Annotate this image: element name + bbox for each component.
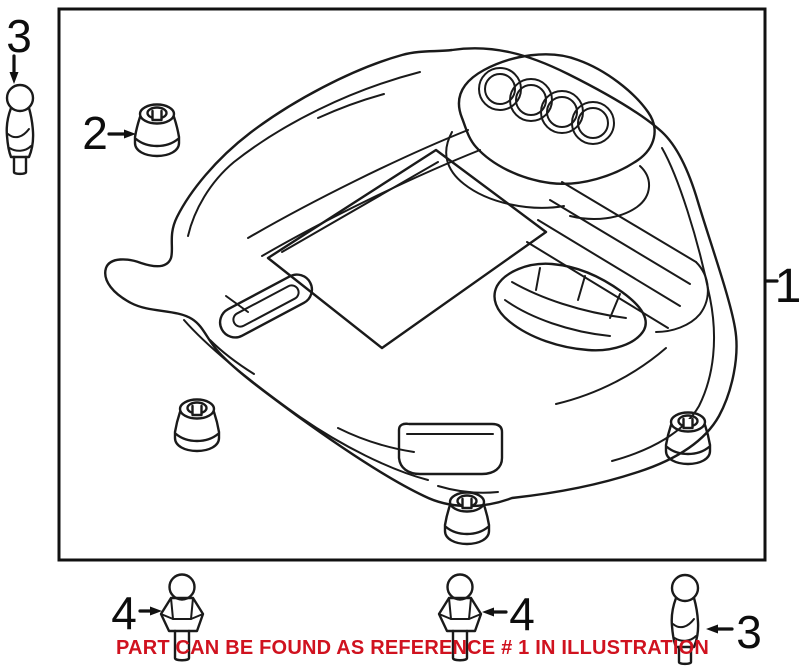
- callout-arrow-4-left: [138, 606, 162, 616]
- rib-line: [247, 129, 469, 239]
- audi-rings-icon: [478, 67, 615, 145]
- illustration-frame: [57, 7, 767, 562]
- grille-upper: [526, 181, 709, 333]
- audi-badge-plate: [457, 53, 656, 185]
- rib-line: [261, 149, 481, 257]
- callout-arrow-3-top: [9, 54, 19, 84]
- inner-rim-line: [183, 319, 429, 481]
- center-panel: [266, 148, 548, 350]
- callout-arrow-3-bottom: [706, 624, 734, 634]
- grommet-top-left: [133, 103, 181, 158]
- callout-label-2: 2: [82, 107, 108, 159]
- crease-line: [209, 93, 667, 494]
- callout-arrow-2: [107, 129, 136, 139]
- reference-caption: PART CAN BE FOUND AS REFERENCE # 1 IN IL…: [116, 637, 709, 659]
- oval-slot: [218, 273, 314, 339]
- callout-label-4-middle: 4: [509, 588, 535, 640]
- bottom-tab: [397, 422, 504, 476]
- engine-cover-outline: [104, 47, 738, 508]
- callout-label-4-left: 4: [111, 587, 137, 639]
- callout-label-1: 1: [775, 260, 800, 313]
- grille-center: [493, 262, 647, 352]
- engine-cover-drawing: [104, 47, 738, 508]
- grommet-bottom-right: [664, 411, 712, 466]
- callout-label-3-top: 3: [6, 10, 32, 62]
- badge-pedestal-line: [569, 165, 650, 220]
- center-panel-inner-line: [281, 161, 439, 253]
- callout-label-3-bottom: 3: [736, 606, 762, 658]
- grommet-bottom-middle: [443, 491, 491, 546]
- ball-pin-stud-top-left: [5, 83, 35, 176]
- badge-pedestal-line: [445, 131, 565, 209]
- inner-rim-line: [187, 71, 421, 237]
- callout-arrow-4-middle: [482, 607, 508, 617]
- grommet-bottom-left: [173, 398, 221, 453]
